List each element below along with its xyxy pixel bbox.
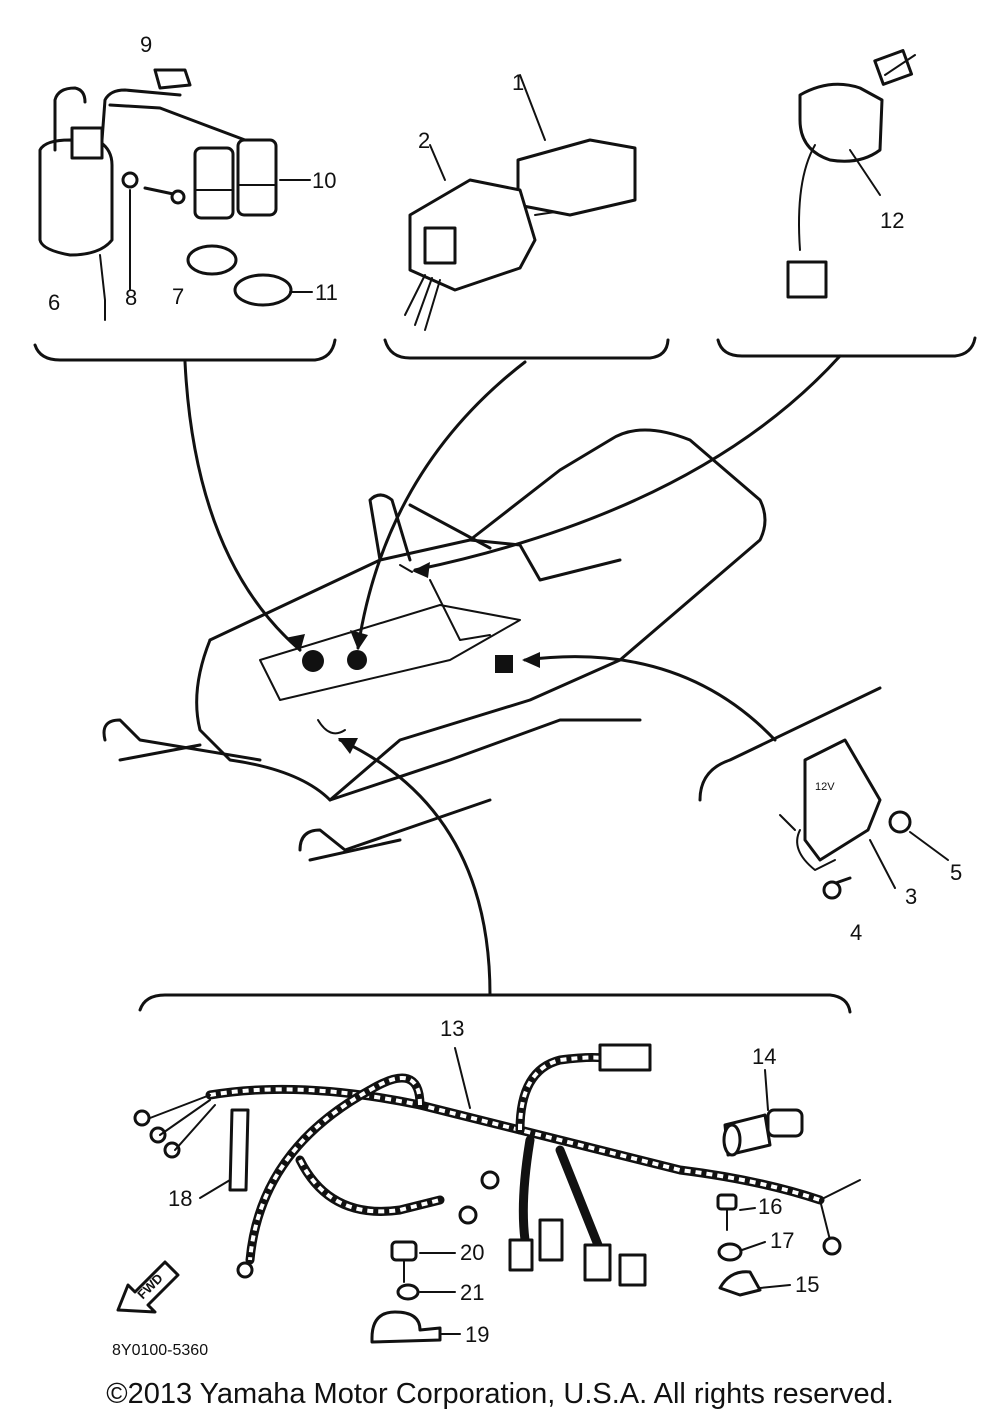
parts-diagram: 12V — [33, 32, 977, 1359]
callout-2: 2 — [418, 128, 430, 153]
leader-arrows — [183, 354, 842, 997]
callout-12: 12 — [880, 208, 904, 233]
ignition-coil-group — [33, 68, 337, 362]
rectifier-group: 12V — [698, 686, 949, 900]
callout-5: 5 — [950, 860, 962, 885]
callout-14: 14 — [752, 1044, 776, 1069]
cdi-unit-group — [383, 74, 670, 360]
callout-4: 4 — [850, 920, 862, 945]
callout-16: 16 — [758, 1194, 782, 1219]
callout-18: 18 — [168, 1186, 192, 1211]
callout-13: 13 — [440, 1016, 464, 1041]
callout-numbers: 1 2 3 4 5 6 7 8 9 10 11 12 13 14 15 16 1… — [48, 32, 962, 1347]
rectifier-label: 12V — [815, 781, 835, 793]
callout-21: 21 — [460, 1280, 484, 1305]
copyright-notice: ©2013 Yamaha Motor Corporation, U.S.A. A… — [106, 1378, 894, 1410]
callout-1: 1 — [512, 70, 524, 95]
forward-arrow-icon: FWD — [116, 1260, 180, 1314]
wire-harness-group — [133, 993, 861, 1344]
callout-20: 20 — [460, 1240, 484, 1265]
callout-3: 3 — [905, 884, 917, 909]
callout-6: 6 — [48, 290, 60, 315]
snowmobile-outline — [102, 428, 767, 862]
callout-7: 7 — [172, 284, 184, 309]
callout-15: 15 — [795, 1272, 819, 1297]
callout-8: 8 — [125, 285, 137, 310]
callout-9: 9 — [140, 32, 152, 57]
main-switch-group — [716, 49, 977, 358]
callout-19: 19 — [465, 1322, 489, 1347]
callout-17: 17 — [770, 1228, 794, 1253]
diagram-code: 8Y0100-5360 — [112, 1342, 208, 1359]
callout-11: 11 — [315, 280, 338, 305]
callout-10: 10 — [312, 168, 336, 193]
